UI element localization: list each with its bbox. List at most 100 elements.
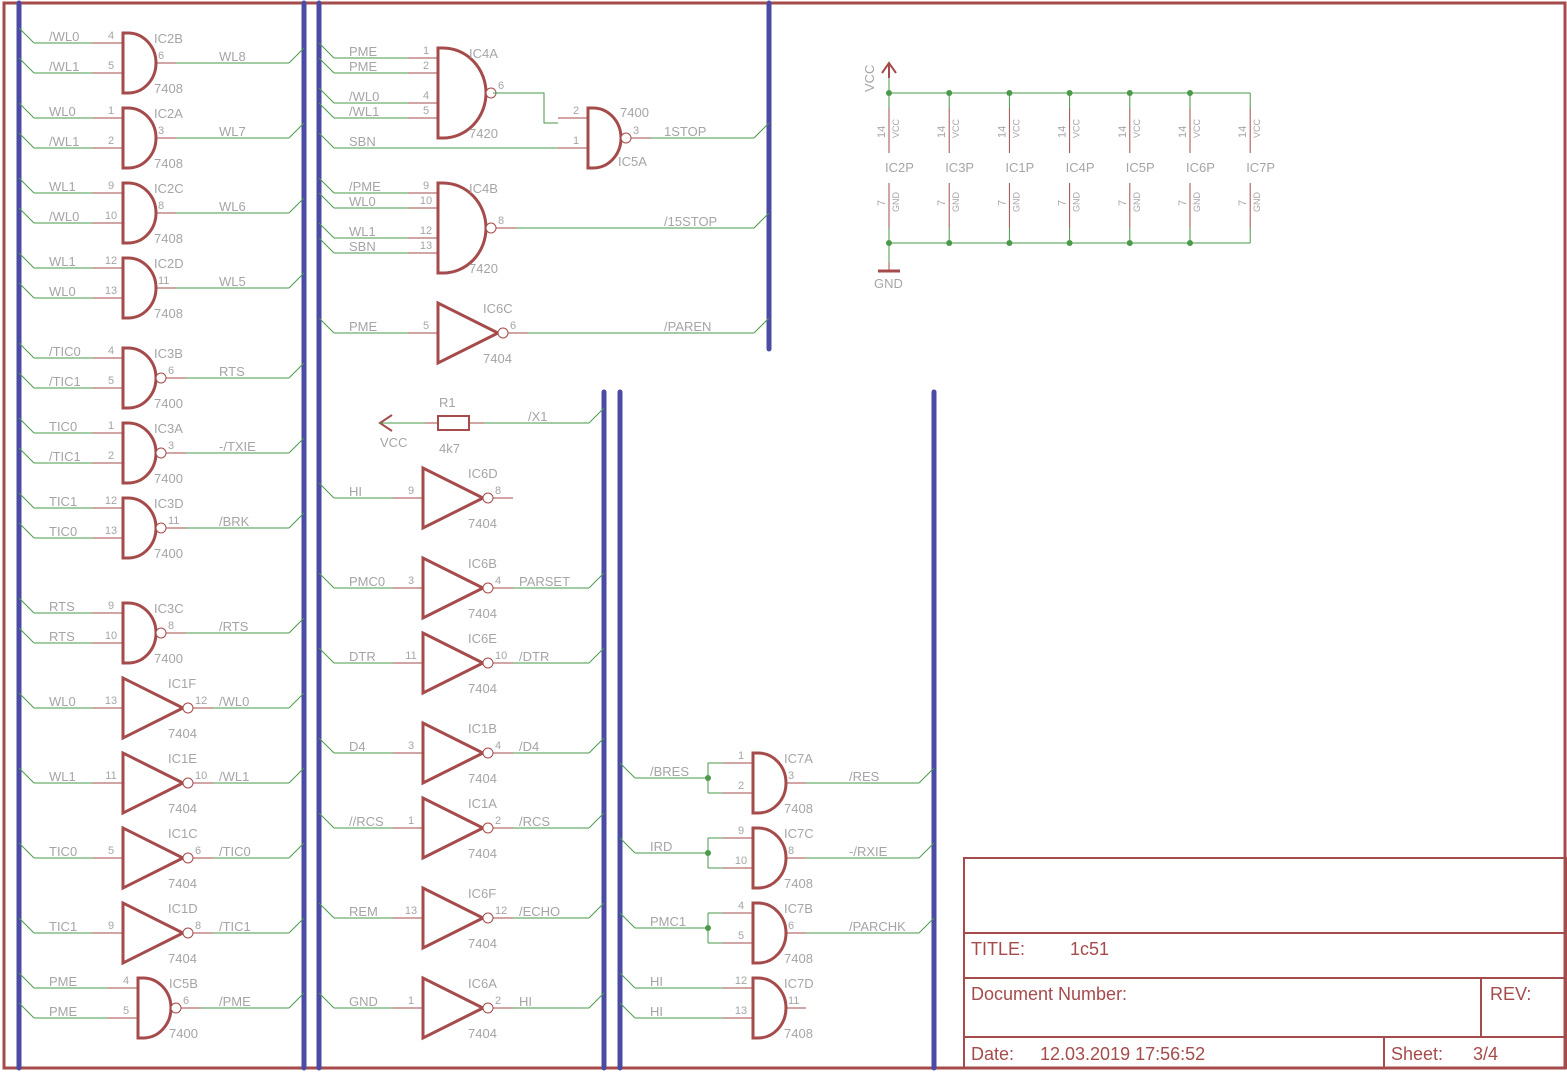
net-label: /RCS [519, 814, 550, 829]
input-pin-number: 4 [108, 30, 114, 42]
input-pin-number: 5 [108, 845, 114, 857]
bus-tap [918, 767, 935, 784]
bus-tap [318, 57, 335, 74]
net-label: RTS [49, 599, 75, 614]
output-pin-number: 3 [633, 125, 639, 137]
output-pin-number: 4 [495, 740, 501, 752]
net-label: SBN [349, 134, 376, 149]
gate-symbol [121, 106, 158, 170]
gate-name: IC2B [154, 31, 183, 46]
inversion-bubble [155, 627, 167, 639]
bus-tap [18, 917, 35, 934]
input-pin-number: 1 [573, 135, 579, 147]
gnd-pin-number: 7 [1117, 200, 1129, 206]
bus-tap [18, 972, 35, 989]
gnd-pin-number: 7 [876, 200, 888, 206]
net-label: //RCS [349, 814, 384, 829]
input-pin-number: 2 [738, 780, 744, 792]
net-label: HI [650, 974, 663, 989]
net-label: PME [349, 59, 378, 74]
input-pin-number: 13 [735, 1005, 747, 1017]
output-pin-number: 6 [158, 50, 164, 62]
gate-name: IC3C [154, 601, 184, 616]
input-pin-number: 9 [108, 920, 114, 932]
gate-name: IC2A [154, 106, 183, 121]
output-pin-number: 6 [168, 365, 174, 377]
document-number-label: Document Number: [971, 984, 1127, 1004]
power-part-name: IC3P [945, 160, 974, 175]
bus-tap [18, 842, 35, 859]
gnd-label: GND [874, 276, 903, 291]
bus-tap [288, 692, 305, 709]
bus-tap [288, 362, 305, 379]
part-number: 7408 [154, 81, 183, 96]
part-number: 7404 [468, 606, 497, 621]
resistor-name: R1 [439, 395, 456, 410]
net-label: PME [49, 974, 78, 989]
inversion-bubble [482, 657, 494, 669]
bus-tap [18, 417, 35, 434]
part-number: 7408 [784, 1026, 813, 1041]
net-label: D4 [349, 739, 366, 754]
bus-tap [288, 47, 305, 64]
inversion-bubble [155, 372, 167, 384]
input-pin-number: 4 [123, 975, 129, 987]
gate-symbol [121, 496, 158, 560]
buses [16, 0, 937, 1071]
output-pin-number: 10 [495, 650, 507, 662]
bus-tap [318, 647, 335, 664]
input-pin-number: 9 [408, 485, 414, 497]
gnd-pin-name: GND [1192, 192, 1202, 213]
net-label: /PARCHK [849, 919, 906, 934]
input-pin-number: 2 [108, 135, 114, 147]
input-pin-number: 9 [108, 180, 114, 192]
gate-name: IC6E [468, 631, 497, 646]
input-pin-number: 9 [423, 180, 429, 192]
gate-name: IC4A [469, 46, 498, 61]
gate-symbol [436, 181, 488, 275]
net-label: TIC0 [49, 419, 77, 434]
bus-tap [619, 1002, 636, 1019]
bus-tap [18, 447, 35, 464]
output-pin-number: 4 [495, 575, 501, 587]
input-pin-number: 1 [108, 105, 114, 117]
vcc-pin-name: VCC [1192, 118, 1202, 138]
net-label: TIC0 [49, 844, 77, 859]
vcc-pin-name: VCC [951, 118, 961, 138]
bus-tap [18, 207, 35, 224]
output-pin-number: 10 [195, 770, 207, 782]
bus-tap [318, 102, 335, 119]
bus-tap [288, 272, 305, 289]
net-label: /X1 [528, 409, 548, 424]
net-label: IRD [650, 839, 672, 854]
input-pin-number: 12 [420, 225, 432, 237]
part-number: 7400 [154, 651, 183, 666]
part-number: 7420 [469, 126, 498, 141]
net-label: /TIC1 [49, 374, 81, 389]
gate-symbol [751, 976, 788, 1040]
part-number: 7400 [169, 1026, 198, 1041]
junction-dot [705, 775, 711, 781]
bus-tap [318, 482, 335, 499]
input-pin-number: 3 [408, 575, 414, 587]
gate-name: IC3B [154, 346, 183, 361]
net-label: WL5 [219, 274, 246, 289]
bus-tap [18, 132, 35, 149]
input-pin-number: 2 [573, 105, 579, 117]
net-label: WL1 [349, 224, 376, 239]
gnd-pin-name: GND [1011, 192, 1021, 213]
net-label: WL0 [49, 694, 76, 709]
bus-tap [918, 917, 935, 934]
net-label: /PAREN [664, 319, 711, 334]
